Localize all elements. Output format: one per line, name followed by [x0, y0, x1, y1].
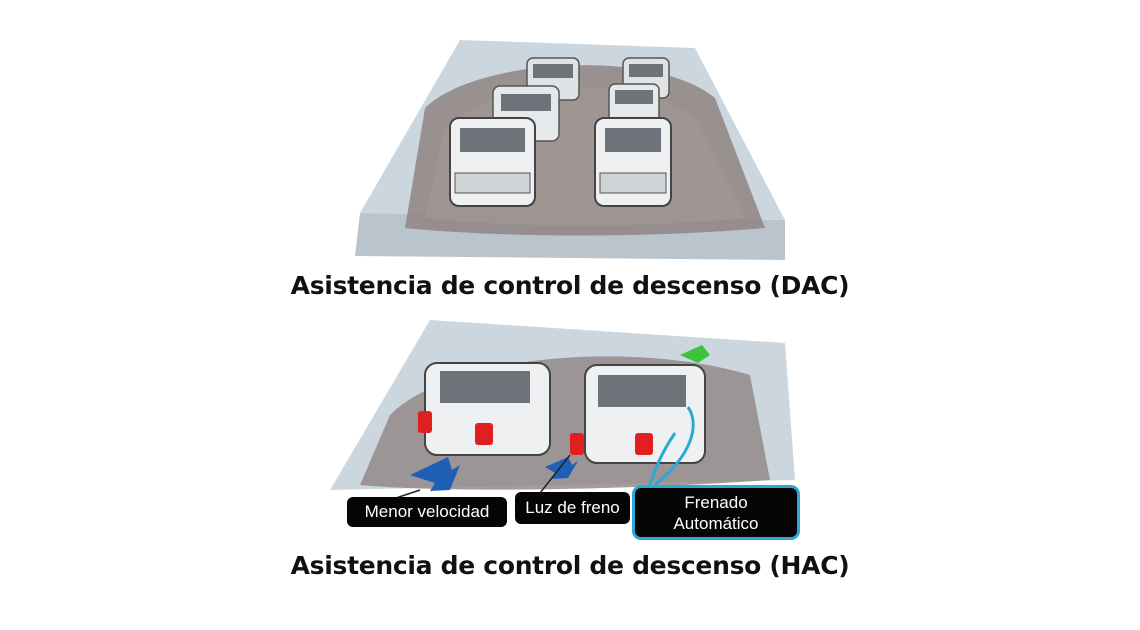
speed-arrow-icon	[410, 457, 460, 491]
auto-brake-label-line2: Automático	[673, 513, 759, 533]
vehicle-right-front	[594, 117, 672, 207]
auto-brake-label: Frenado Automático	[632, 485, 800, 540]
hac-slope-scene	[330, 320, 795, 501]
dac-illustration	[355, 38, 785, 260]
vehicle-left-rear	[418, 362, 551, 456]
vehicle-left-front	[449, 117, 536, 207]
speed-arrow-icon	[545, 457, 578, 479]
auto-brake-label-line1: Frenado	[684, 492, 748, 512]
brake-light-label: Luz de freno	[515, 492, 630, 524]
dac-caption: Asistencia de control de descenso (DAC)	[290, 271, 850, 300]
hac-illustration	[330, 315, 800, 515]
uphill-arrow-icon	[680, 345, 710, 363]
brake-light-left	[570, 433, 584, 455]
label-connector	[539, 454, 571, 494]
hac-caption: Asistencia de control de descenso (HAC)	[290, 551, 850, 580]
vehicle-right-middle	[608, 83, 660, 125]
auto-brake-highlight	[654, 406, 695, 487]
brake-light-left	[418, 411, 432, 433]
brake-light-right	[635, 433, 653, 455]
speed-label: Menor velocidad	[347, 497, 507, 527]
dac-slope-scene	[355, 40, 785, 260]
brake-light-right	[475, 423, 493, 445]
vehicle-right-rear	[570, 364, 706, 491]
